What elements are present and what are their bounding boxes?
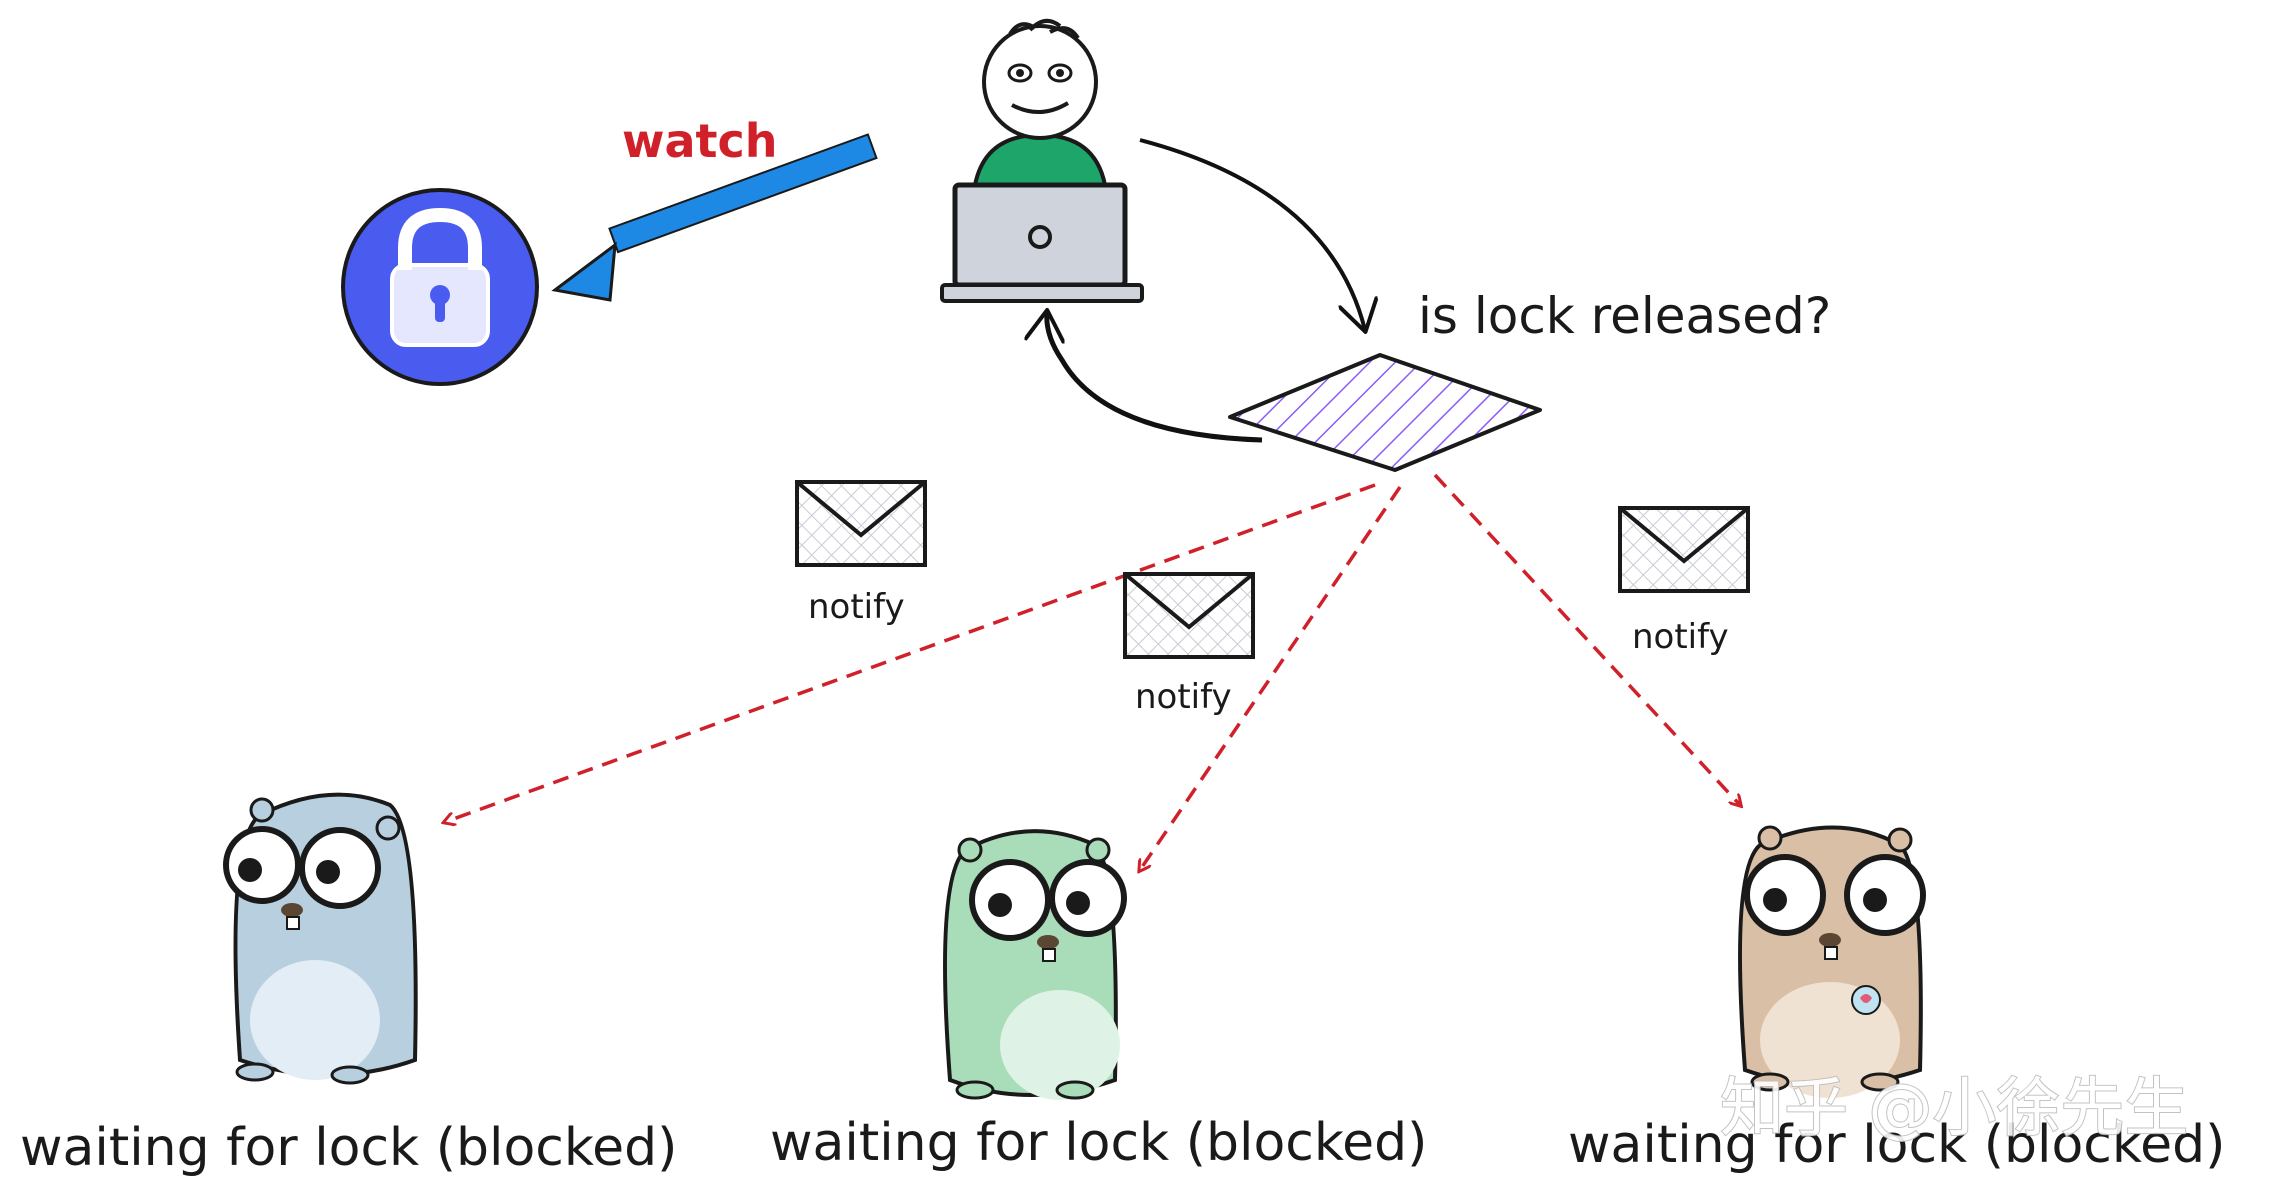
notify-label-2: notify <box>1135 677 1232 717</box>
envelope-icon <box>1123 572 1255 659</box>
watch-label: watch <box>622 114 778 168</box>
watermark: 知乎 @小徐先生 <box>1720 1072 2188 1146</box>
gopher-icon <box>223 792 418 1085</box>
decision-diamond <box>1228 353 1542 472</box>
gopher-icon <box>1738 825 1926 1098</box>
person-icon <box>967 18 1113 207</box>
loop-arrow <box>1047 312 1263 443</box>
watch-arrow <box>551 133 878 302</box>
envelope-icon <box>795 480 927 567</box>
gopher-icon <box>943 829 1127 1100</box>
notify-arrow-left <box>445 483 1376 822</box>
laptop-icon <box>940 182 1144 303</box>
notify-label-1: notify <box>808 587 905 627</box>
check-arrow <box>1139 138 1365 330</box>
notify-arrow-right <box>1433 473 1740 805</box>
gopher-label-2: waiting for lock (blocked) <box>770 1113 1427 1173</box>
gopher-label-1: waiting for lock (blocked) <box>20 1118 677 1178</box>
lock-icon <box>341 188 539 386</box>
question-label: is lock released? <box>1418 287 1831 345</box>
envelope-icon <box>1618 506 1750 593</box>
notify-label-3: notify <box>1632 617 1729 657</box>
gopher-label-3: waiting for lock (blocked) <box>1568 1115 2225 1175</box>
